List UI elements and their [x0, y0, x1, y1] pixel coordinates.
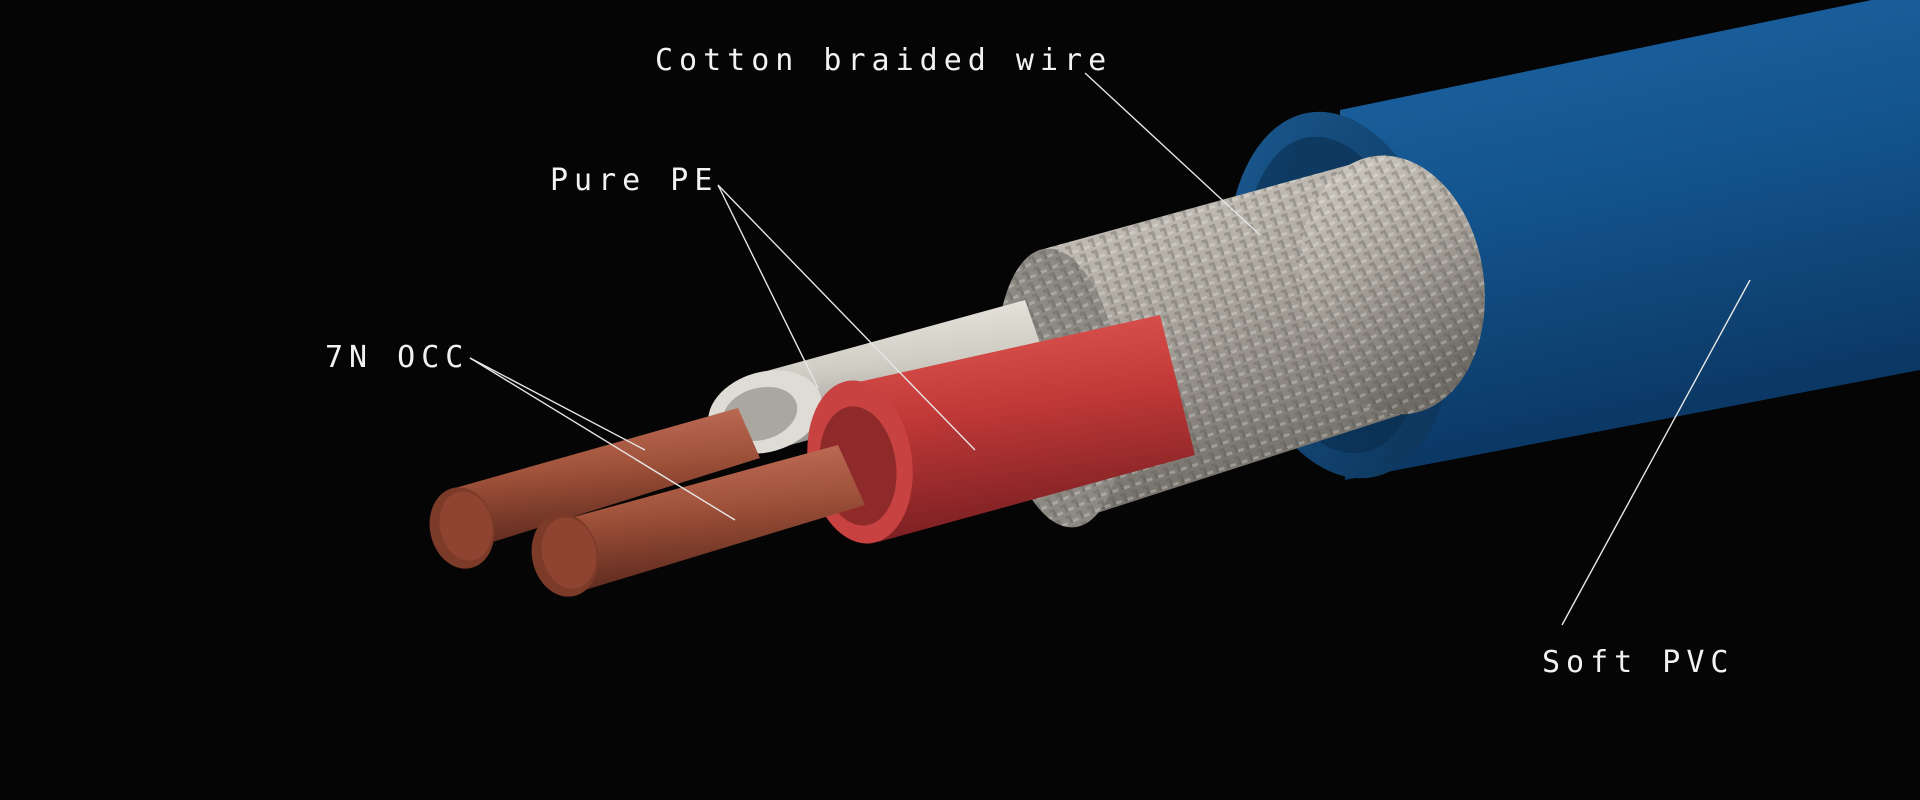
leader-occ-2	[469, 357, 736, 521]
leader-pe-red	[717, 184, 976, 451]
leader-lines	[469, 72, 1751, 626]
leader-cotton	[1084, 72, 1261, 236]
leader-pvc	[1561, 279, 1751, 626]
label-pure-pe: Pure PE	[550, 163, 719, 198]
label-7n-occ: 7N OCC	[325, 340, 470, 375]
label-cotton-braided-wire: Cotton braided wire	[655, 43, 1113, 78]
copper-conductor-1	[429, 408, 760, 569]
leader-occ-1	[469, 357, 646, 451]
leader-pe-white	[717, 184, 819, 389]
copper-conductor-2	[531, 445, 865, 597]
label-soft-pvc: Soft PVC	[1542, 645, 1735, 680]
